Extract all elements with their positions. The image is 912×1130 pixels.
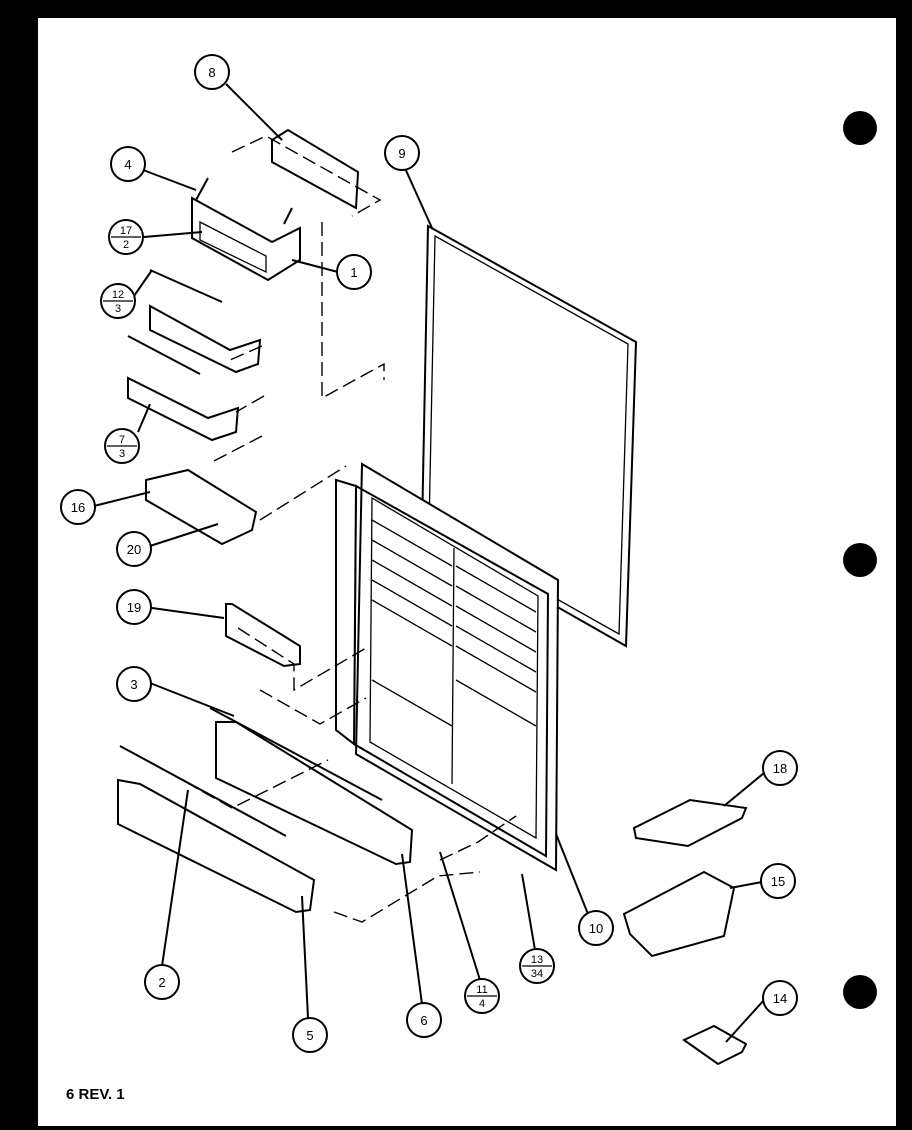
callout-10: 10 bbox=[578, 910, 614, 946]
callout-label: 6 bbox=[420, 1013, 427, 1028]
dairy-compartment bbox=[191, 177, 301, 282]
shelf-bracket bbox=[225, 603, 301, 668]
callout-label: 18 bbox=[773, 761, 787, 776]
callout-4: 4 bbox=[110, 146, 146, 182]
callout-numerator: 17 bbox=[120, 225, 132, 237]
door-shelf-upper bbox=[209, 707, 414, 866]
callout-label: 20 bbox=[127, 542, 141, 557]
binder-hole-top bbox=[843, 111, 877, 145]
callout-8: 8 bbox=[194, 54, 230, 90]
callout-label: 19 bbox=[127, 600, 141, 615]
callout-denominator: 4 bbox=[479, 998, 485, 1010]
callout-numerator: 11 bbox=[476, 984, 487, 996]
callout-label: 1 bbox=[350, 265, 357, 280]
callout-denominator: 3 bbox=[115, 303, 121, 315]
callout-numerator: 7 bbox=[119, 434, 125, 446]
callout-16: 16 bbox=[60, 489, 96, 525]
door-bin-middle bbox=[127, 335, 240, 442]
callout-20: 20 bbox=[116, 531, 152, 567]
callout-label: 16 bbox=[71, 500, 85, 515]
callout-18: 18 bbox=[762, 750, 798, 786]
callout-label: 8 bbox=[208, 65, 215, 80]
callout-numerator: 13 bbox=[531, 954, 543, 966]
door-gasket bbox=[420, 224, 638, 648]
crisper-cover bbox=[271, 128, 360, 210]
callout-7-over-3: 73 bbox=[104, 428, 140, 464]
egg-bin bbox=[622, 870, 736, 958]
callout-label: 5 bbox=[306, 1028, 313, 1043]
callout-label: 3 bbox=[130, 677, 137, 692]
callout-denominator: 34 bbox=[531, 968, 543, 980]
callout-numerator: 12 bbox=[112, 289, 124, 301]
callout-19: 19 bbox=[116, 589, 152, 625]
callout-label: 15 bbox=[771, 874, 785, 889]
callout-label: 14 bbox=[773, 991, 787, 1006]
callout-6: 6 bbox=[406, 1002, 442, 1038]
binder-hole-bottom bbox=[843, 975, 877, 1009]
callout-label: 10 bbox=[589, 921, 603, 936]
callout-14: 14 bbox=[762, 980, 798, 1016]
callout-11-over-4: 114 bbox=[464, 978, 500, 1014]
assembly-guide-lines bbox=[149, 135, 517, 923]
callout-label: 2 bbox=[158, 975, 165, 990]
callout-5: 5 bbox=[292, 1017, 328, 1053]
callout-denominator: 2 bbox=[123, 239, 129, 251]
door-bin-upper bbox=[149, 269, 262, 374]
callout-label: 4 bbox=[124, 157, 131, 172]
callout-3: 3 bbox=[116, 666, 152, 702]
leader-lines bbox=[93, 83, 771, 1043]
callout-17-over-2: 172 bbox=[108, 219, 144, 255]
callout-1: 1 bbox=[336, 254, 372, 290]
butter-cover bbox=[632, 798, 748, 848]
callout-9: 9 bbox=[384, 135, 420, 171]
sheet-revision-label: 6 REV. 1 bbox=[66, 1086, 125, 1103]
callout-15: 15 bbox=[760, 863, 796, 899]
small-cup bbox=[682, 1024, 748, 1066]
callout-denominator: 3 bbox=[119, 448, 125, 460]
door-liner bbox=[335, 462, 560, 872]
egg-tray bbox=[145, 468, 258, 546]
binder-hole-middle bbox=[843, 543, 877, 577]
callout-label: 9 bbox=[398, 146, 405, 161]
callout-2: 2 bbox=[144, 964, 180, 1000]
callout-12-over-3: 123 bbox=[100, 283, 136, 319]
